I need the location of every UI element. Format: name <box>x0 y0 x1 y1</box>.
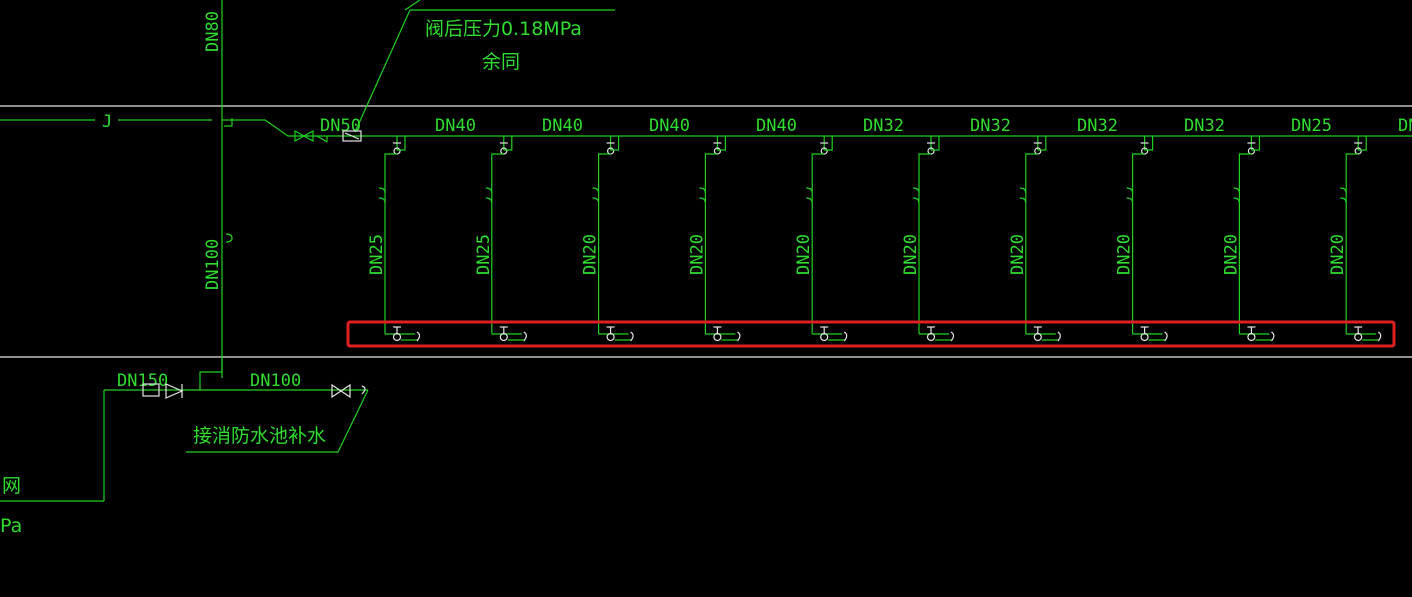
branch-size-label: DN20 <box>794 234 814 275</box>
header-size-label: DN40 <box>435 116 476 136</box>
sprinkler-icon <box>499 332 508 342</box>
sprinkler-icon <box>606 332 615 342</box>
branch-size-label: DN20 <box>581 234 601 275</box>
gate-valve-icon <box>331 383 351 399</box>
branch-size-label: DN20 <box>1008 234 1028 275</box>
bottom-supply: DN150 DN100 接消防水池补水 <box>0 357 369 502</box>
main-riser: DN80 DN100 <box>203 0 233 378</box>
riser-label-lower: DN100 <box>203 239 223 290</box>
left-edge-text-2: Pa <box>0 515 22 537</box>
header-size-label: DN40 <box>649 116 690 136</box>
branch-size-label: DN20 <box>1115 234 1135 275</box>
branch-size-label: DN20 <box>687 234 707 275</box>
sprinkler-icon <box>1354 332 1363 342</box>
check-valve-icon <box>165 383 184 399</box>
branch: DN20 <box>687 136 741 342</box>
branch-lines: DN25 DN25 DN20 DN20 DN20 DN20 DN20 DN20 DN20 DN20 <box>367 136 1382 342</box>
sprinkler-icon <box>713 332 722 342</box>
branch: DN25 <box>474 136 527 342</box>
gate-valve-icon <box>294 129 314 143</box>
header-size-labels: DN40 DN40 DN40 DN40 DN32 DN32 DN32 DN32 DN25 DN <box>435 116 1412 136</box>
sprinkler-icon <box>1140 332 1149 342</box>
branch: DN20 <box>1221 136 1275 342</box>
header-size-label: DN32 <box>1184 116 1225 136</box>
note-pressure: 阀后压力0.18MPa <box>425 18 582 40</box>
header-size-label: DN32 <box>970 116 1011 136</box>
axis-mark: J <box>102 112 112 132</box>
note-same: 余同 <box>482 51 520 73</box>
bottom-right-size: DN100 <box>250 371 301 391</box>
main-header: DN50 <box>222 116 1412 143</box>
sprinkler-icon <box>820 332 829 342</box>
branch-size-label: DN20 <box>1221 234 1241 275</box>
j-line: J <box>0 112 212 132</box>
highlight-box <box>346 320 1396 348</box>
bottom-left-size: DN150 <box>117 371 168 391</box>
meter-icon <box>142 383 160 397</box>
sprinkler-icon <box>926 332 936 342</box>
sprinkler-icon <box>1247 332 1256 342</box>
top-note: 阀后压力0.18MPa 余同 <box>354 0 615 133</box>
branch: DN20 <box>581 136 634 342</box>
header-size-label: DN25 <box>1291 116 1332 136</box>
sprinkler-icon <box>1033 332 1042 342</box>
header-size-label: DN40 <box>756 116 797 136</box>
branch: DN20 <box>1115 136 1168 342</box>
branch-size-label: DN20 <box>901 234 921 275</box>
branch-size-label: DN25 <box>367 234 387 275</box>
branch: DN20 <box>901 136 955 342</box>
sprinkler-icon <box>392 332 402 342</box>
header-size-label: DN32 <box>863 116 904 136</box>
riser-label-upper: DN80 <box>203 11 223 52</box>
pressure-reducer-icon <box>342 130 362 142</box>
header-size-label: DN40 <box>542 116 583 136</box>
header-size-label: DN <box>1398 116 1412 136</box>
bottom-note: 接消防水池补水 <box>193 425 326 447</box>
header-size-label: DN32 <box>1077 116 1118 136</box>
branch-size-label: DN20 <box>1328 234 1348 275</box>
branch-size-label: DN25 <box>474 234 494 275</box>
check-valve-icon <box>316 135 328 143</box>
branch: DN20 <box>794 136 848 342</box>
branch: DN20 <box>1008 136 1061 342</box>
branch: DN20 <box>1328 136 1382 342</box>
left-edge-text-1: 网 <box>2 475 21 497</box>
inlet-size: DN50 <box>320 116 361 136</box>
branch: DN25 <box>367 136 421 342</box>
